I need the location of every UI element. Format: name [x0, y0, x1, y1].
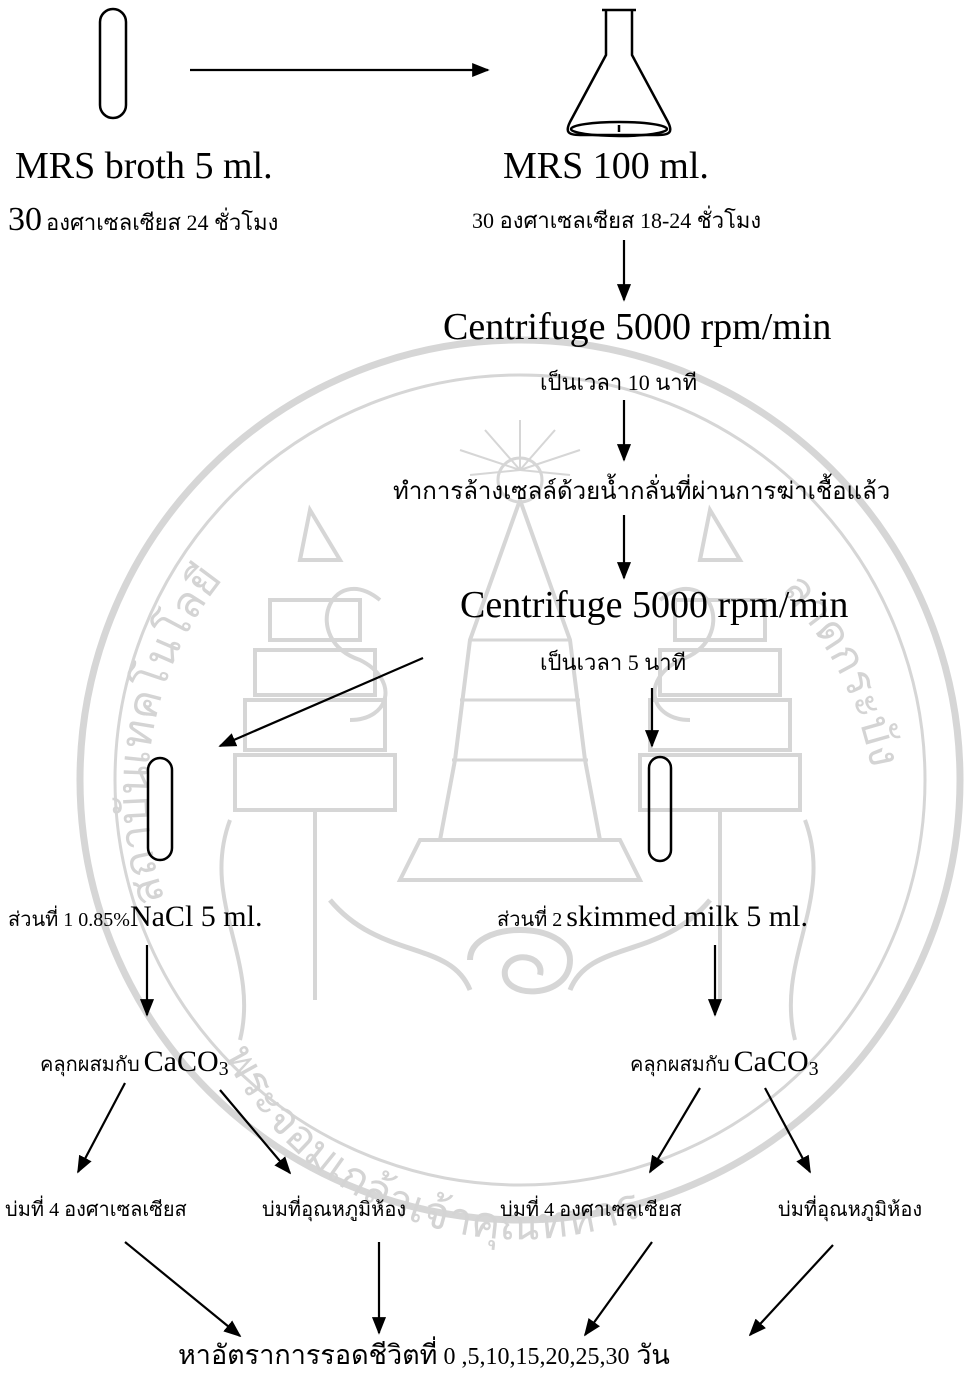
thai-numeral-icon: [467, 927, 574, 995]
right-incubate-4c: บ่มที่ 4 องศาเซลเซียส: [500, 1199, 682, 1221]
step1-condition: 30 องศาเซลเซียส 24 ชั่วโมง: [8, 203, 278, 237]
step1-title: MRS broth 5 ml.: [15, 145, 273, 187]
right-mix-label: คลุกผสมกับ CaCO3: [630, 1045, 819, 1081]
left-part-main: NaCl 5 ml.: [129, 900, 263, 933]
arrow-right-room-to-final: [748, 1244, 834, 1337]
test-tube-milk-icon: [647, 755, 673, 863]
step1-condition-text: องศาเซลเซียส 24 ชั่วโมง: [46, 210, 279, 235]
arrow-right-4c-to-final: [583, 1241, 653, 1337]
left-part-prefix: ส่วนที่ 1 0.85%: [8, 909, 130, 931]
sun-rays-icon: [459, 420, 581, 476]
left-pagoda-icon: [219, 504, 397, 1041]
right-part-label: ส่วนที่ 2 skimmed milk 5 ml.: [497, 902, 808, 932]
step5-time: เป็นเวลา 5 นาที: [540, 650, 687, 675]
arrow-right-mix-to-room: [764, 1087, 811, 1174]
final-days: 0 ,5,10,15,20,25,30: [437, 1344, 630, 1370]
right-pagoda-icon: [638, 504, 816, 1041]
left-mix-sub: 3: [218, 1058, 229, 1081]
arrow-right-mix-to-4c: [649, 1087, 701, 1174]
left-part-label: ส่วนที่ 1 0.85%NaCl 5 ml.: [8, 902, 262, 932]
flask-icon: [566, 8, 672, 138]
step2-title: MRS 100 ml.: [503, 145, 709, 187]
step4-wash: ทำการล้างเซลล์ด้วยน้ำกลั่นที่ผ่านการฆ่าเ…: [393, 479, 891, 505]
left-mix-prefix: คลุกผสมกับ: [40, 1054, 140, 1076]
right-part-main: skimmed milk 5 ml.: [566, 900, 808, 933]
arrow-left-mix-to-room: [219, 1089, 292, 1175]
arrow-left-mix-to-4c: [77, 1082, 126, 1174]
step3-time: เป็นเวลา 10 นาที: [540, 370, 698, 395]
step5-centrifuge: Centrifuge 5000 rpm/min: [460, 584, 849, 626]
right-mix-chem: CaCO: [733, 1045, 809, 1078]
right-mix-sub: 3: [808, 1058, 819, 1081]
left-incubate-room: บ่มที่อุณหภูมิห้อง: [262, 1199, 407, 1221]
left-mix-chem: CaCO: [143, 1045, 219, 1078]
step3-centrifuge: Centrifuge 5000 rpm/min: [443, 306, 832, 348]
final-survival-rate: หาอัตราการรอดชีวิตที่ 0 ,5,10,15,20,25,3…: [178, 1340, 670, 1370]
right-incubate-room: บ่มที่อุณหภูมิห้อง: [778, 1199, 923, 1221]
test-tube-icon: [98, 7, 128, 120]
test-tube-nacl-icon: [146, 756, 174, 862]
seal-outer-ring: [76, 336, 964, 1224]
seal-inner-ring: [113, 373, 927, 1187]
right-mix-prefix: คลุกผสมกับ: [630, 1054, 730, 1076]
final-prefix: หาอัตราการรอดชีวิตที่: [178, 1340, 438, 1370]
step2-condition: 30 องศาเซลเซียส 18-24 ชั่วโมง: [472, 208, 762, 233]
arrow-to-left-tube: [218, 656, 424, 748]
arrow-left-4c-to-final: [124, 1241, 242, 1338]
final-unit: วัน: [629, 1340, 670, 1370]
step1-temp-number: 30: [8, 201, 42, 238]
left-incubate-4c: บ่มที่ 4 องศาเซลเซียส: [5, 1199, 187, 1221]
left-mix-label: คลุกผสมกับ CaCO3: [40, 1045, 229, 1081]
right-part-prefix: ส่วนที่ 2: [497, 909, 563, 931]
